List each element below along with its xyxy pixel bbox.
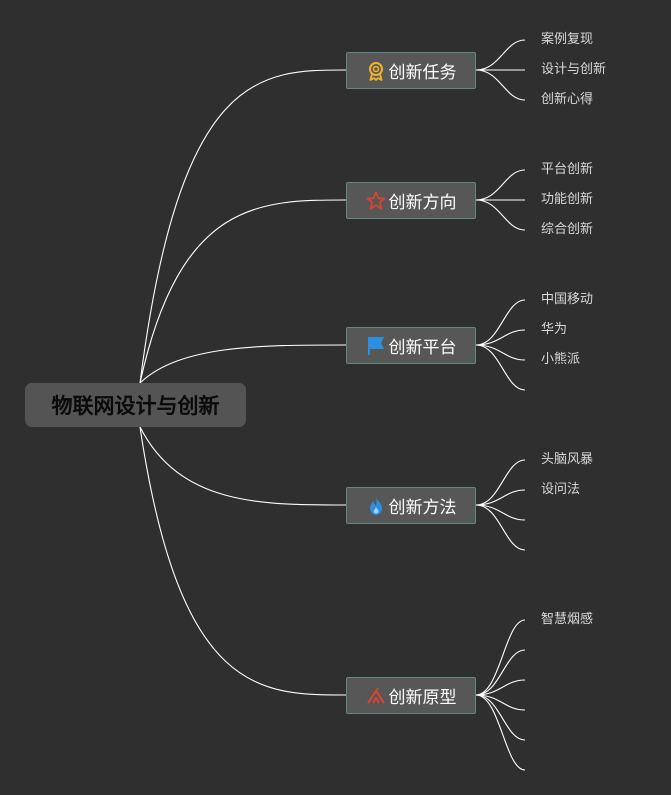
leaf-topic[interactable]: 设计与创新 bbox=[541, 62, 607, 77]
leaf-connector bbox=[475, 504, 526, 521]
leaf-topic[interactable]: 华为 bbox=[541, 322, 568, 337]
flame-icon bbox=[366, 496, 386, 516]
leaf-connector bbox=[475, 199, 526, 231]
branch-label: 创新任务 bbox=[388, 63, 457, 83]
branch-label: 创新方向 bbox=[388, 193, 457, 213]
branch-topic-prototypes[interactable]: 创新原型 bbox=[346, 677, 476, 714]
leaf-topic[interactable]: 智慧烟感 bbox=[541, 612, 594, 627]
root-connector bbox=[139, 344, 347, 384]
leaf-connector bbox=[475, 329, 526, 346]
leaf-connector bbox=[475, 619, 526, 696]
branch-topic-directions[interactable]: 创新方向 bbox=[346, 182, 476, 219]
leaf-topic[interactable]: 创新心得 bbox=[541, 92, 594, 107]
leaf-topic[interactable]: 平台创新 bbox=[541, 162, 594, 177]
root-connector bbox=[139, 69, 347, 384]
leaf-connector bbox=[475, 649, 526, 696]
root-connector bbox=[139, 426, 347, 696]
root-connector bbox=[139, 426, 347, 506]
leaf-connector bbox=[475, 344, 526, 361]
central-topic[interactable]: 物联网设计与创新 bbox=[25, 383, 246, 427]
leaf-connector bbox=[475, 679, 526, 696]
leaf-connector bbox=[475, 459, 526, 506]
leaf-connector bbox=[475, 504, 526, 551]
branch-topic-platforms[interactable]: 创新平台 bbox=[346, 327, 476, 364]
leaf-connector bbox=[475, 489, 526, 506]
leaf-topic[interactable]: 设问法 bbox=[541, 482, 581, 497]
leaf-connector bbox=[475, 39, 526, 71]
star-icon bbox=[366, 191, 386, 211]
branch-label: 创新原型 bbox=[388, 688, 457, 708]
leaf-connector bbox=[475, 69, 526, 101]
branch-topic-tasks[interactable]: 创新任务 bbox=[346, 52, 476, 89]
leaf-topic[interactable]: 功能创新 bbox=[541, 192, 594, 207]
leaf-topic[interactable]: 中国移动 bbox=[541, 292, 594, 307]
leaf-topic[interactable]: 小熊派 bbox=[541, 352, 581, 367]
leaf-connector bbox=[475, 694, 526, 741]
leaf-connector bbox=[475, 299, 526, 346]
leaf-topic[interactable]: 头脑风暴 bbox=[541, 452, 594, 467]
leaf-topic[interactable]: 案例复现 bbox=[541, 32, 594, 47]
tent-icon bbox=[366, 686, 386, 706]
flag-icon bbox=[366, 336, 386, 356]
leaf-connector bbox=[475, 344, 526, 391]
branch-topic-methods[interactable]: 创新方法 bbox=[346, 487, 476, 524]
branch-label: 创新方法 bbox=[388, 498, 457, 518]
root-connector bbox=[139, 199, 347, 384]
leaf-topic[interactable]: 综合创新 bbox=[541, 222, 594, 237]
leaf-connector bbox=[475, 169, 526, 201]
leaf-connector bbox=[475, 694, 526, 771]
branch-label: 创新平台 bbox=[388, 338, 457, 358]
medal-icon bbox=[366, 61, 386, 81]
